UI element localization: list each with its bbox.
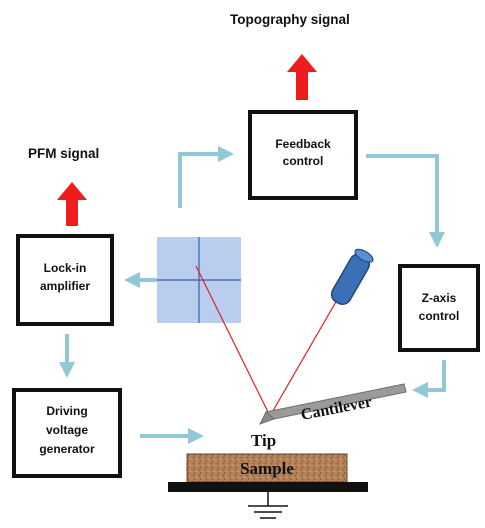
laser-beam <box>195 265 338 417</box>
zaxis-label-line1: Z-axis <box>422 291 457 305</box>
feedback-control-box: Feedback control <box>248 110 358 200</box>
feedback-label-line1: Feedback <box>275 137 331 151</box>
pfm-signal-arrow <box>57 182 87 226</box>
lockin-label-line1: Lock-in <box>44 261 87 275</box>
topography-signal-label: Topography signal <box>230 12 350 27</box>
cantilever <box>258 383 407 425</box>
topography-signal-arrow <box>287 54 317 100</box>
driving-label-line1: Driving <box>46 404 87 418</box>
sample-label: Sample <box>240 459 294 478</box>
sample <box>186 453 348 483</box>
lockin-label-line2: amplifier <box>40 279 90 293</box>
driving-label-line2: voltage <box>46 423 88 437</box>
substrate-stage <box>168 482 368 492</box>
zaxis-label-line2: control <box>419 309 460 323</box>
feedback-to-zaxis-arrow <box>366 154 445 248</box>
tip-label: Tip <box>251 431 276 450</box>
lockin-amplifier-box: Lock-in amplifier <box>16 234 114 326</box>
feedback-label-line2: control <box>283 154 324 168</box>
laser-source <box>330 248 374 305</box>
driving-label-line3: generator <box>39 442 95 456</box>
zaxis-to-cantilever-arrow <box>412 360 446 398</box>
detector-to-feedback-arrow <box>178 146 234 208</box>
ground-symbol <box>248 492 288 519</box>
photodetector <box>157 237 241 323</box>
driving-voltage-generator-box: Driving voltage generator <box>12 388 122 478</box>
zaxis-control-box: Z-axis control <box>398 264 480 352</box>
pfm-signal-label: PFM signal <box>28 146 99 161</box>
